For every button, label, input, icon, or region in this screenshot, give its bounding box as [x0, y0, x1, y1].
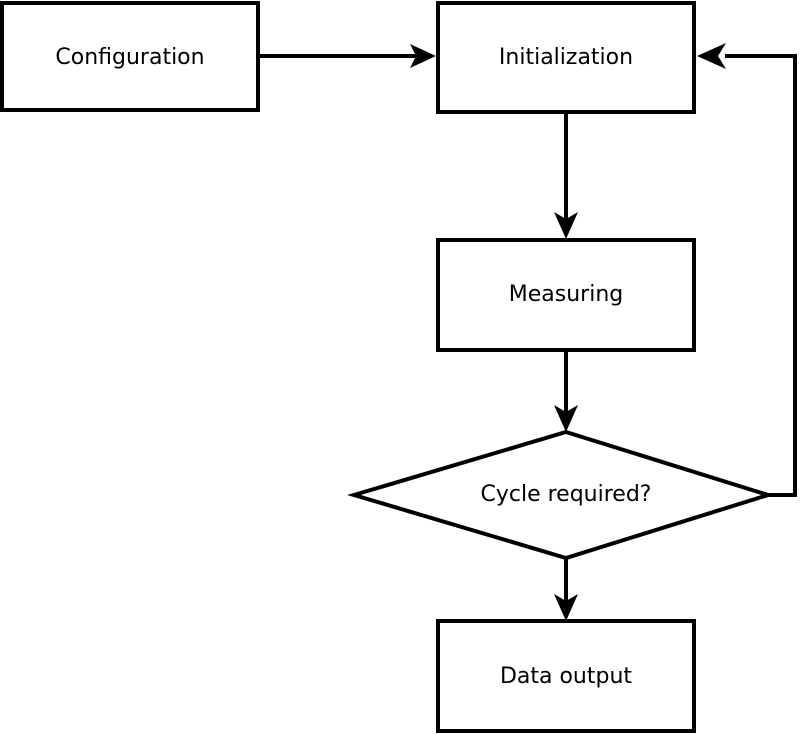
- node-decision-diamond[interactable]: [346, 429, 775, 561]
- node-configuration-label: Configuration: [55, 45, 204, 70]
- arrowhead-e4: [554, 594, 578, 621]
- edge-configuration-to-initialization: [258, 44, 436, 68]
- node-data-output[interactable]: Data output: [436, 619, 696, 733]
- node-initialization-label: Initialization: [499, 45, 633, 70]
- node-measuring[interactable]: Measuring: [436, 238, 696, 352]
- edge-decision-to-data-output: [554, 558, 578, 621]
- node-initialization-box[interactable]: [436, 1, 696, 114]
- node-data-output-label: Data output: [500, 664, 632, 689]
- node-measuring-label: Measuring: [509, 282, 623, 307]
- edge-line-e5: [725, 54, 797, 497]
- arrowhead-e3: [554, 405, 578, 432]
- arrowhead-e5: [697, 43, 726, 69]
- node-data-output-box[interactable]: [436, 619, 696, 733]
- node-measuring-box[interactable]: [436, 238, 696, 352]
- node-initialization[interactable]: Initialization: [436, 1, 696, 114]
- edge-decision-to-initialization-feedback: [697, 43, 797, 497]
- arrowhead-e2: [554, 212, 578, 239]
- node-decision-label: Cycle required?: [481, 482, 652, 507]
- node-configuration[interactable]: Configuration: [0, 1, 260, 112]
- arrowhead-e1: [410, 44, 436, 68]
- edge-measuring-to-decision: [554, 350, 578, 432]
- node-decision[interactable]: Cycle required?: [346, 429, 775, 561]
- node-configuration-box[interactable]: [0, 1, 260, 112]
- edge-initialization-to-measuring: [554, 112, 578, 239]
